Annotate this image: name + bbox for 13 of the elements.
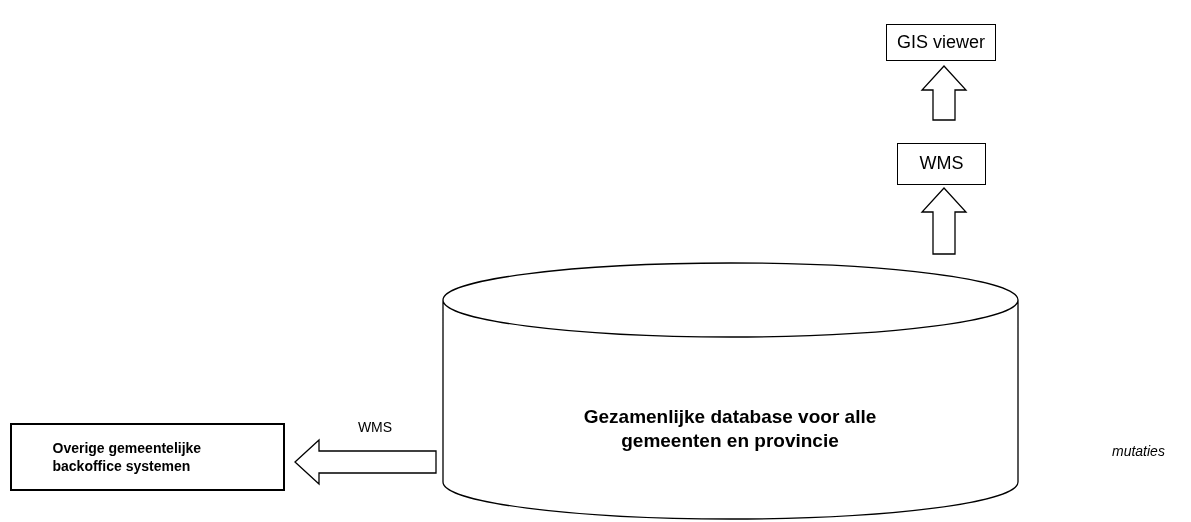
node-label: Overige gemeentelijke backoffice systemen [51, 438, 203, 476]
process-box [886, 24, 996, 61]
node-label: WMS [918, 152, 965, 176]
block-arrow [920, 187, 968, 255]
process-box [897, 143, 986, 185]
edge-label: WMS [356, 419, 394, 435]
database-cylinder [442, 262, 1019, 520]
block-arrow [294, 438, 437, 486]
node-label: Gezamenlijke database voor alle gemeenten en provincie [582, 405, 878, 453]
process-box [10, 423, 285, 491]
block-arrow [920, 65, 968, 121]
node-label: GIS viewer [896, 30, 986, 54]
note-text: mutaties [1112, 443, 1165, 459]
